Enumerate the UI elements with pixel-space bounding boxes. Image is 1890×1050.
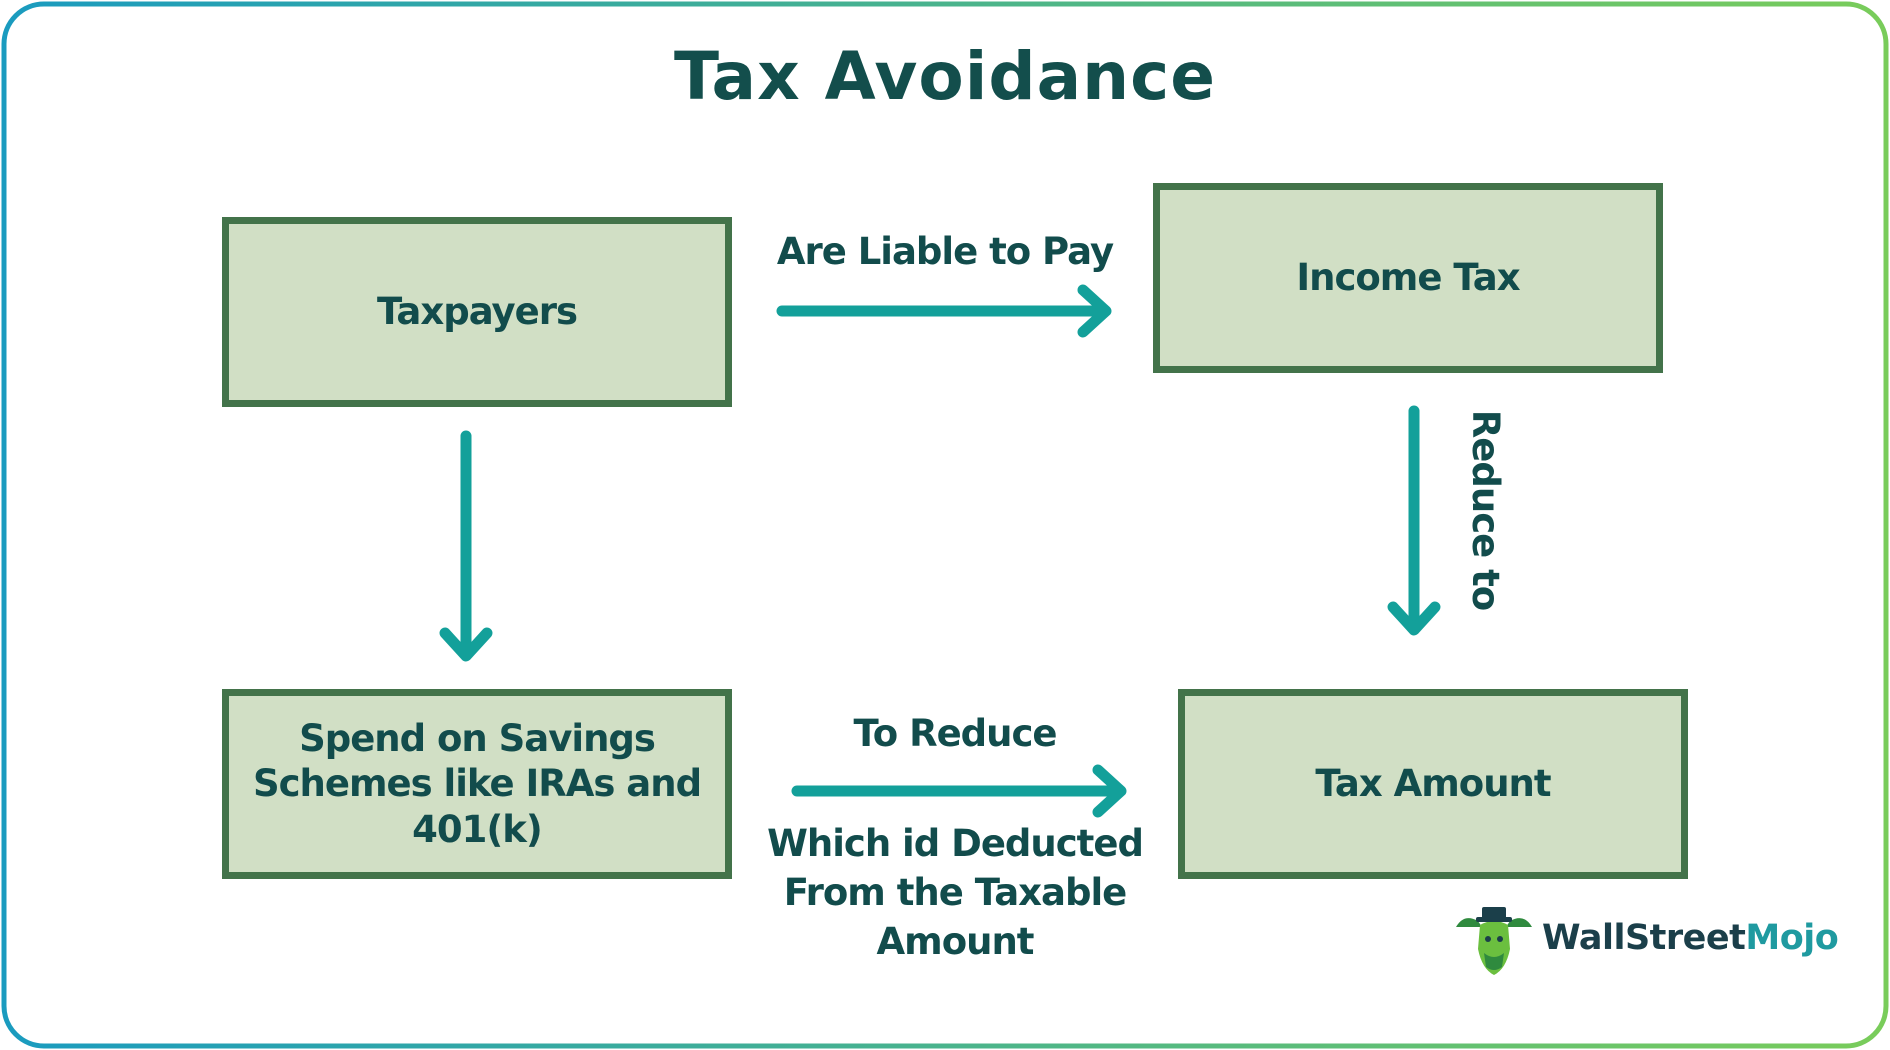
- page-title: Tax Avoidance: [674, 38, 1216, 115]
- edge-label-to-reduce: To Reduce: [853, 712, 1057, 755]
- arrow-taxpayers-to-spend: [439, 430, 493, 662]
- arrow-income-tax-to-tax-amount: [1387, 405, 1441, 636]
- logo-wordmark-part1: WallStreet: [1542, 918, 1746, 958]
- node-spend-savings-label: Spend on Savings Schemes like IRAs and 4…: [252, 717, 702, 851]
- edge-label-reduce-to: Reduce to: [1464, 409, 1508, 611]
- bull-mascot-icon: [1456, 907, 1532, 975]
- wallstreetmojo-logo: [1456, 907, 1532, 975]
- node-income-tax-label: Income Tax: [1296, 256, 1520, 300]
- logo-wordmark-part2: Mojo: [1745, 918, 1839, 958]
- node-taxpayers: Taxpayers: [222, 217, 732, 407]
- node-taxpayers-label: Taxpayers: [376, 290, 578, 334]
- logo-wordmark: WallStreetMojo: [1542, 918, 1839, 958]
- edge-label-liable: Are Liable to Pay: [776, 230, 1114, 273]
- node-spend-savings: Spend on Savings Schemes like IRAs and 4…: [222, 689, 732, 879]
- arrow-taxpayers-to-income-tax: [776, 284, 1112, 338]
- arrow-spend-to-tax-amount: [791, 764, 1127, 818]
- edge-label-deducted: Which id Deducted From the Taxable Amoun…: [767, 822, 1144, 963]
- node-income-tax: Income Tax: [1153, 183, 1663, 373]
- node-tax-amount: Tax Amount: [1178, 689, 1688, 879]
- node-tax-amount-label: Tax Amount: [1315, 762, 1551, 806]
